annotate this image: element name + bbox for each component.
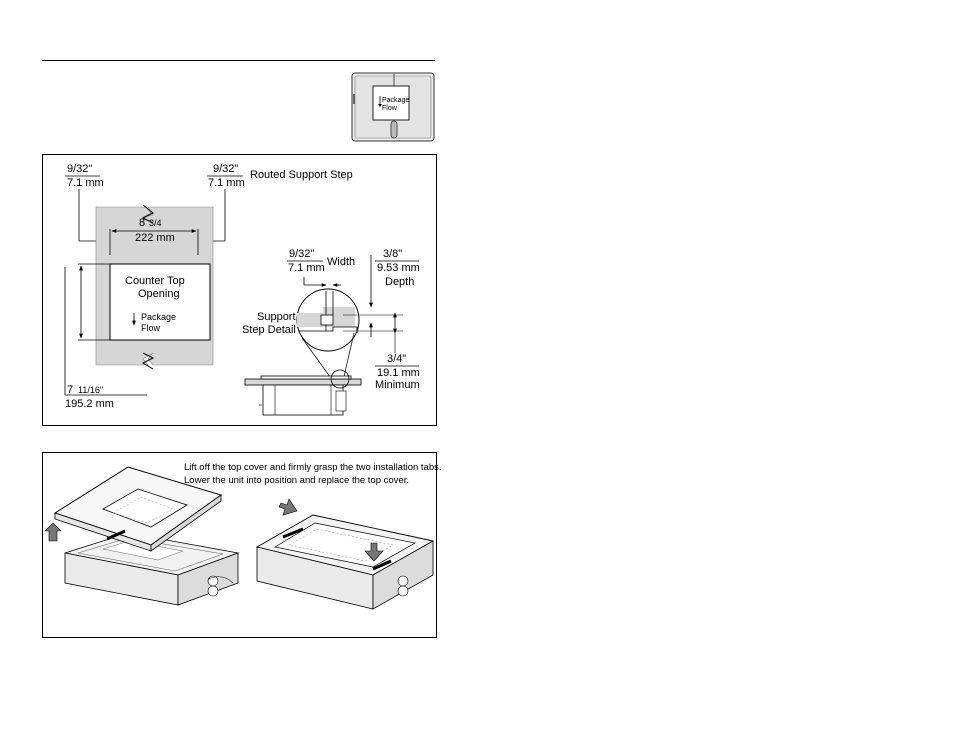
depth-label: Depth: [385, 276, 414, 288]
width-fraction: 3/4: [149, 218, 162, 228]
min-mm: 19.1 mm: [377, 367, 420, 379]
scanner-top-view-thumbnail: Package Flow: [351, 72, 435, 142]
min-label: Minimum: [375, 379, 420, 391]
min-fraction: 3/4": [387, 353, 406, 365]
cover-removal-illustration: [44, 466, 240, 606]
right-step-fraction: 9/32": [213, 163, 238, 175]
installation-steps-panel: Lift off the top cover and firmly grasp …: [42, 452, 442, 638]
instruction-line-1: Lift off the top cover and firmly grasp …: [184, 462, 442, 473]
opening-flow-label: Flow: [141, 323, 161, 333]
header-rule: [42, 60, 435, 61]
counter-opening-dimensions-panel: 9/32" 7.1 mm 9/32" 7.1 mm Routed Support…: [42, 154, 437, 426]
thumb-flow-label: Flow: [382, 105, 398, 112]
routed-support-step-label: Routed Support Step: [250, 169, 353, 181]
height-mm: 195.2 mm: [65, 398, 114, 410]
opening-line1: Counter Top: [125, 275, 185, 287]
detail-width-mm: 7.1 mm: [288, 262, 325, 274]
opening-package-label: Package: [141, 312, 176, 322]
left-step-mm: 7.1 mm: [67, 177, 104, 189]
detail-width-label: Width: [327, 256, 355, 268]
installation-instructions: Lift off the top cover and firmly grasp …: [184, 462, 442, 487]
support-step-line1: Support: [257, 311, 296, 323]
opening-line2: Opening: [138, 288, 180, 300]
height-fraction: 11/16": [78, 385, 103, 395]
detail-width-fraction: 9/32": [289, 248, 314, 260]
instruction-line-2: Lower the unit into position and replace…: [184, 474, 409, 486]
unit-lowering-illustration: [255, 498, 435, 610]
right-step-mm: 7.1 mm: [208, 177, 245, 189]
width-mm: 222 mm: [135, 232, 175, 244]
depth-fraction: 3/8": [383, 248, 402, 260]
thumb-package-label: Package: [382, 97, 409, 104]
depth-mm: 9.53 mm: [377, 262, 420, 274]
height-whole: 7: [67, 384, 73, 396]
left-step-fraction: 9/32": [67, 163, 92, 175]
support-step-line2: Step Detail: [242, 324, 296, 336]
width-whole: 8: [139, 217, 145, 229]
